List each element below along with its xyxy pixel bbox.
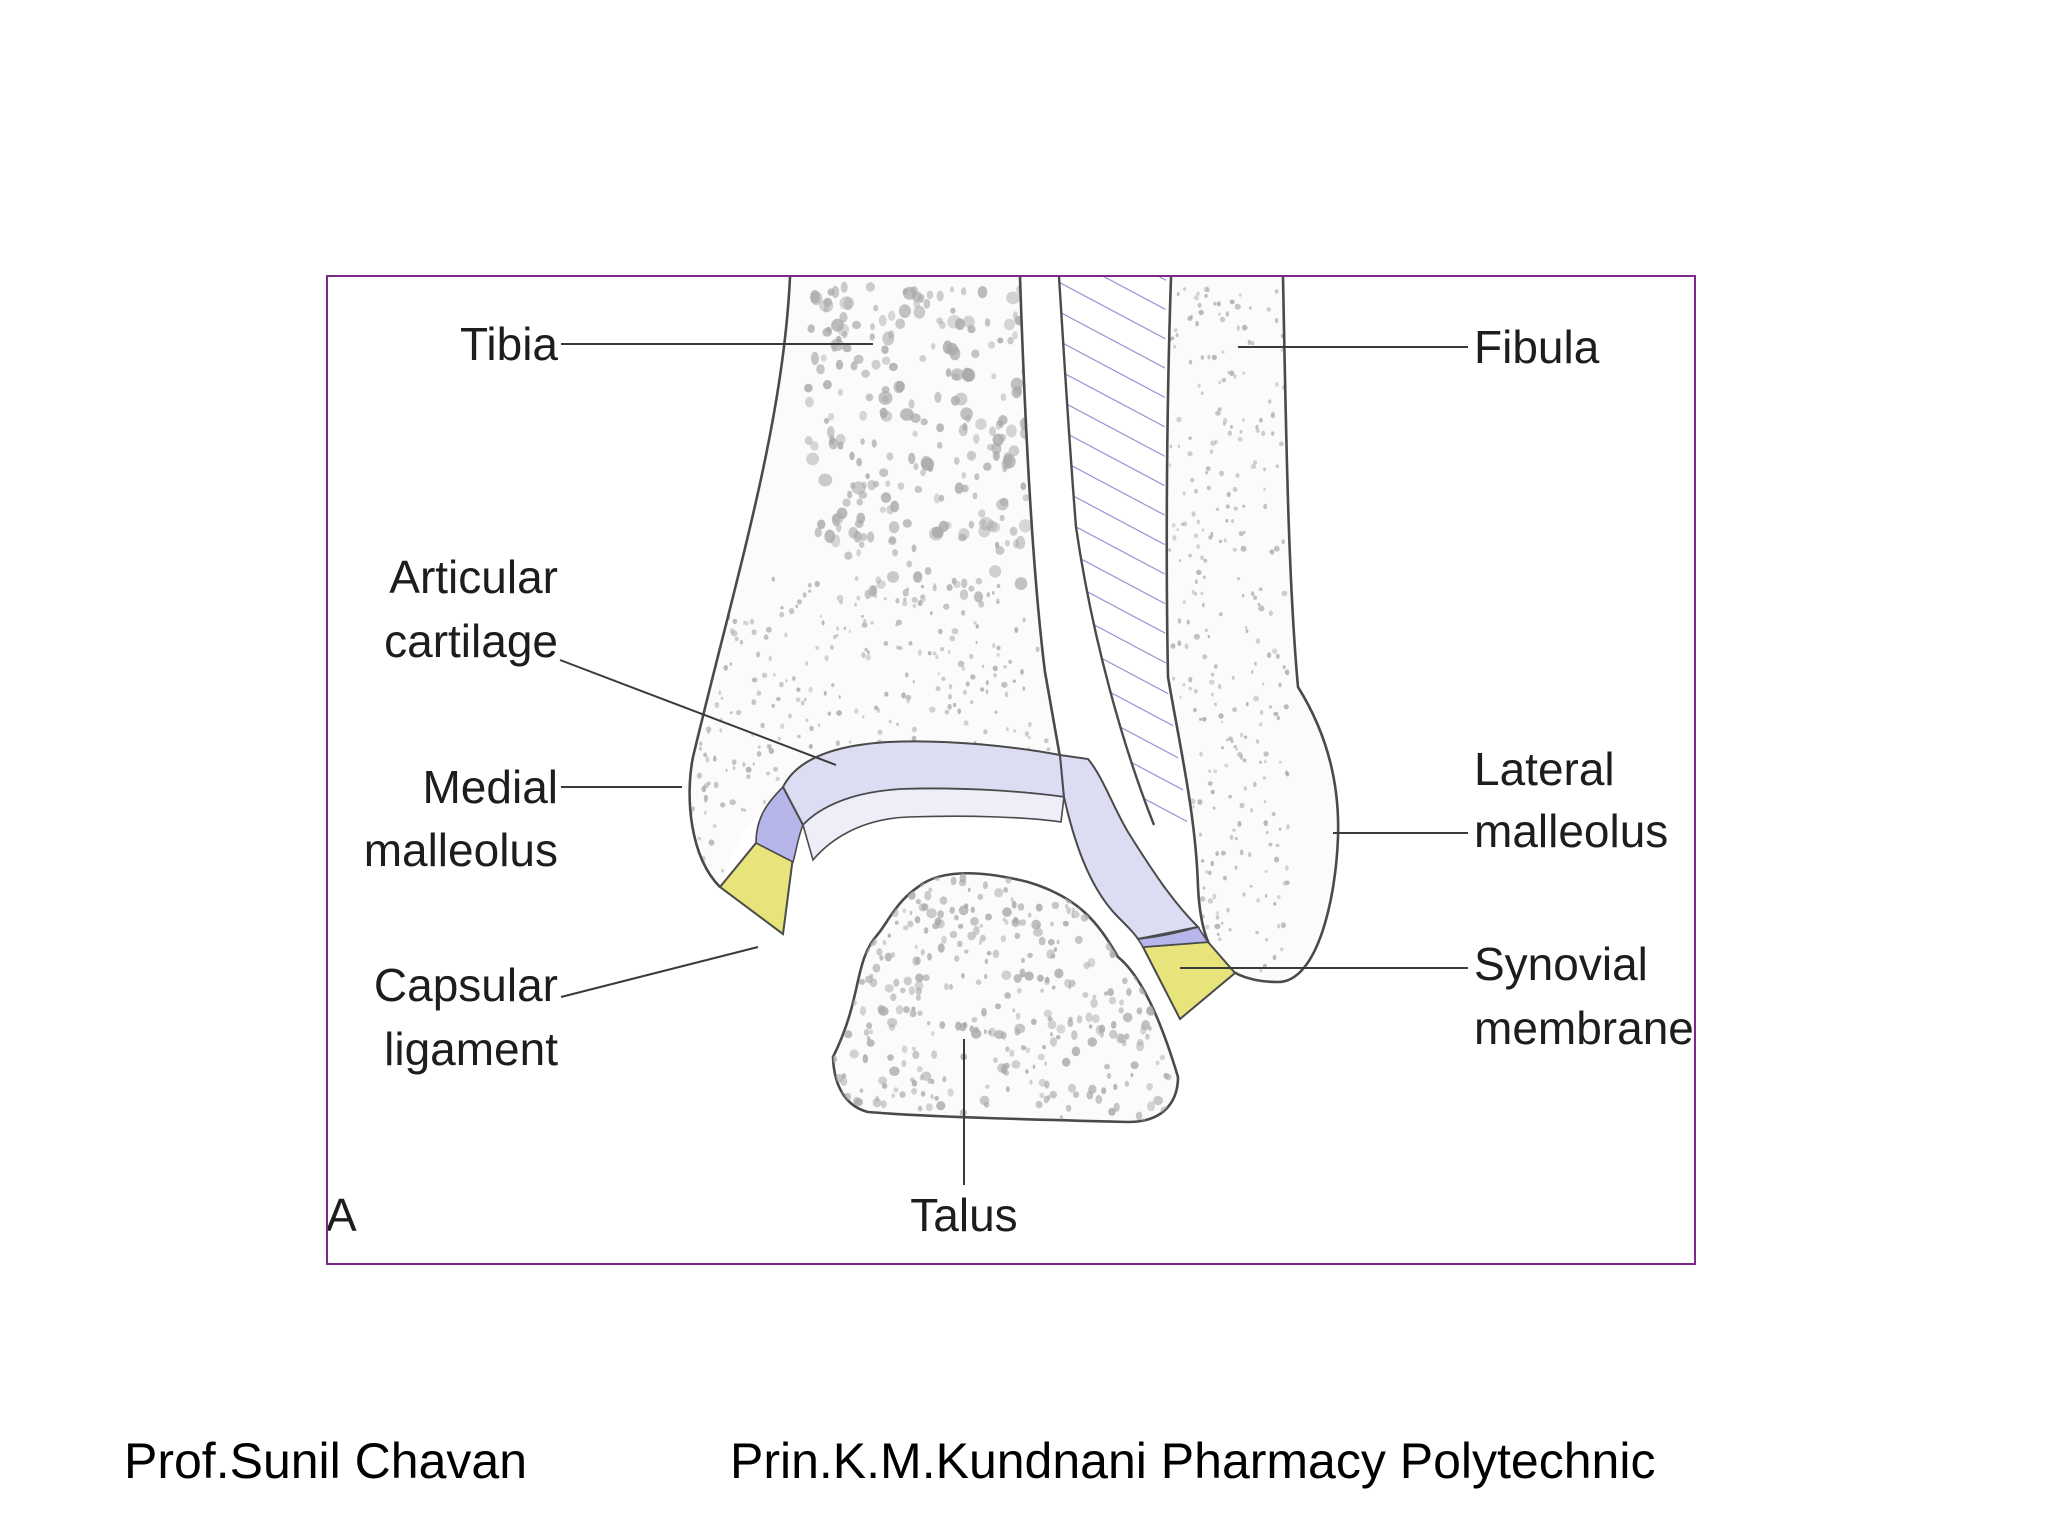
panel-letter: A <box>328 1189 357 1241</box>
label-capsular-ligament-line2: ligament <box>384 1023 558 1075</box>
ankle-joint-figure: Tibia Fibula Articular cartilage Medial … <box>326 275 1696 1265</box>
fibula-bone <box>1165 277 1340 984</box>
talus-bone <box>831 872 1180 1124</box>
footer-institution: Prin.K.M.Kundnani Pharmacy Polytechnic <box>730 1433 1656 1489</box>
label-lateral-malleolus-line2: malleolus <box>1474 805 1668 857</box>
label-synovial-membrane-line1: Synovial <box>1474 938 1648 990</box>
diagram-labels: Tibia Fibula Articular cartilage Medial … <box>328 318 1694 1241</box>
label-tibia: Tibia <box>460 318 558 370</box>
label-synovial-membrane-line2: membrane <box>1474 1002 1694 1054</box>
label-lateral-malleolus-line1: Lateral <box>1474 743 1615 795</box>
label-articular-cartilage-line2: cartilage <box>384 615 558 667</box>
label-articular-cartilage-line1: Articular <box>389 551 558 603</box>
interosseous-membrane <box>1057 277 1190 849</box>
label-talus: Talus <box>910 1189 1017 1241</box>
label-capsular-ligament-line1: Capsular <box>374 959 558 1011</box>
synovial-membrane-shape <box>755 785 1210 948</box>
articular-cartilage-band <box>781 740 1201 941</box>
label-fibula: Fibula <box>1474 321 1600 373</box>
footer-author: Prof.Sunil Chavan <box>124 1433 528 1489</box>
tibia-bone <box>688 277 1062 888</box>
leader-lines <box>559 343 1468 1185</box>
ankle-joint-diagram: Tibia Fibula Articular cartilage Medial … <box>328 277 1694 1241</box>
label-medial-malleolus-line2: malleolus <box>364 824 558 876</box>
label-medial-malleolus-line1: Medial <box>422 761 558 813</box>
